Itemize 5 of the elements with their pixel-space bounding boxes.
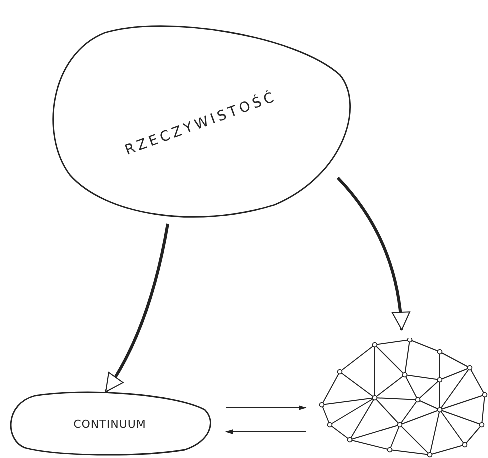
arrow xyxy=(226,406,307,410)
arrow xyxy=(225,430,306,434)
node-label: CONTINUUM xyxy=(74,418,146,430)
hollow-arrow xyxy=(336,176,410,331)
hollow-arrow xyxy=(104,224,170,393)
